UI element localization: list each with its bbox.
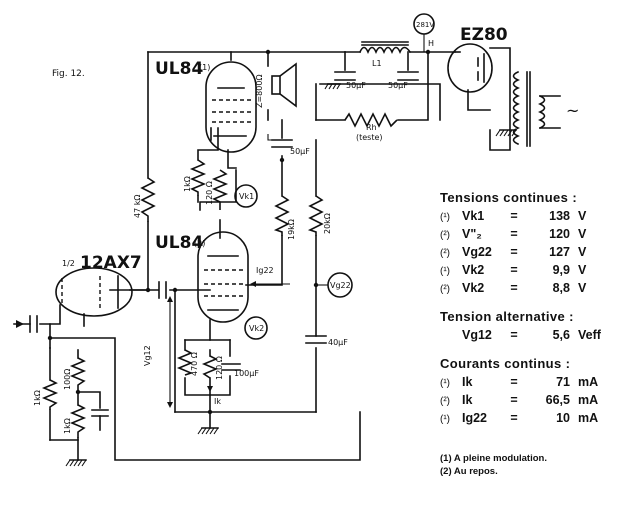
current-arrow	[250, 281, 290, 287]
footnote-1: (1) A pleine modulation.	[440, 453, 547, 464]
filter-cap-2-label: 50µF	[388, 81, 408, 90]
courants-continus-title: Courants continus :	[440, 356, 571, 371]
filter-capacitor-1	[334, 71, 356, 81]
ik-label: Ik	[214, 397, 221, 406]
junction-dots	[47, 49, 431, 415]
resistor-1k-bottom	[69, 404, 87, 438]
rh-note: (teste)	[356, 133, 383, 142]
meter-vk1-label: Vk1	[239, 192, 254, 201]
r-120-top-label: 120 Ω	[205, 181, 214, 205]
vg12-label: Vg12	[143, 345, 152, 366]
figure-label: Fig. 12.	[52, 69, 85, 79]
power-transformer-icon	[512, 70, 561, 147]
tube-ul84-top-label: UL84	[155, 59, 203, 79]
rh-label: Rh	[366, 123, 377, 132]
voltmeter-vk1	[234, 184, 258, 208]
resistor-100	[69, 357, 87, 392]
ig22-label: Ig22	[256, 266, 274, 275]
r-20k-label: 20kΩ	[323, 213, 332, 234]
tube-12ax7	[55, 267, 133, 327]
ground-icon	[65, 83, 517, 467]
choke-label: L1	[372, 59, 382, 68]
voltmeter-281v	[413, 13, 435, 52]
choke-l1-icon	[358, 41, 412, 54]
r-100-label: 100Ω	[63, 369, 72, 390]
voltmeter-vk2	[244, 316, 268, 340]
tube-12ax7-label: 12AX7	[80, 253, 142, 273]
resistor-1k-top	[189, 159, 207, 196]
r-19k-label: 19kΩ	[287, 219, 296, 240]
tube-ul84-bottom	[197, 231, 249, 323]
resistor-120-bottom	[201, 355, 219, 379]
meter-281v-label: 281V	[416, 21, 434, 29]
r-1k-top-label: 1kΩ	[183, 176, 192, 192]
meter-vk2-label: Vk2	[249, 324, 264, 333]
resistor-19k	[273, 195, 290, 236]
vg12-marker	[167, 296, 173, 408]
capacitor-40u	[305, 335, 327, 344]
input-capacitor	[29, 315, 38, 333]
resistor-1k-left	[41, 379, 59, 410]
r-470-label: 470 Ω	[190, 352, 199, 376]
resistor-47k	[140, 177, 156, 222]
tube-ul84-top-ref: (1)	[199, 63, 210, 72]
coupling-capacitor	[158, 281, 167, 299]
resistor-20k	[307, 195, 324, 236]
tube-ez80	[447, 43, 493, 93]
ac-symbol: ~	[566, 101, 579, 120]
tube-ul84-top	[205, 61, 257, 153]
resistor-470	[176, 349, 194, 376]
cathode-capacitor-50u	[267, 134, 293, 148]
r-1k-left-label: 1kΩ	[33, 390, 42, 406]
capacitor-100u	[221, 363, 241, 371]
speaker-impedance: Z=800Ω	[255, 74, 264, 108]
tension-alternative-title: Tension alternative :	[440, 309, 574, 324]
footnote-2: (2) Au repos.	[440, 466, 498, 477]
wiring	[13, 47, 511, 461]
driver-fraction: 1/2	[62, 259, 75, 268]
node-h-label: H	[428, 39, 434, 48]
filter-capacitor-2	[397, 71, 419, 81]
cap-100u-label: 100µF	[234, 369, 259, 378]
r-120-bottom-label: 120 Ω	[215, 356, 224, 380]
resistor-rh	[344, 112, 398, 128]
r-1k-bottom-label: 1kΩ	[63, 418, 72, 434]
tube-ul84-bottom-label: UL84	[155, 233, 203, 253]
ik-arrow	[207, 386, 213, 392]
cathode-cap-top-label: 50µF	[290, 147, 310, 156]
footnotes: (1) A pleine modulation. (2) Au repos.	[440, 452, 547, 478]
tube-ez80-label: EZ80	[460, 25, 508, 45]
cap-40u-label: 40µF	[328, 338, 348, 347]
resistor-120-top	[211, 169, 229, 210]
loudspeaker-icon	[271, 62, 297, 108]
tube-ul84-bottom-ref: (2)	[194, 239, 205, 248]
driver-cathode-capacitor	[91, 409, 109, 431]
filter-cap-1-label: 50µF	[346, 81, 366, 90]
meter-vg22-label: Vg22	[330, 281, 351, 290]
input-arrow-icon	[16, 320, 24, 328]
tensions-continues-title: Tensions continues :	[440, 190, 578, 205]
r-47k-label: 47 kΩ	[133, 195, 142, 218]
